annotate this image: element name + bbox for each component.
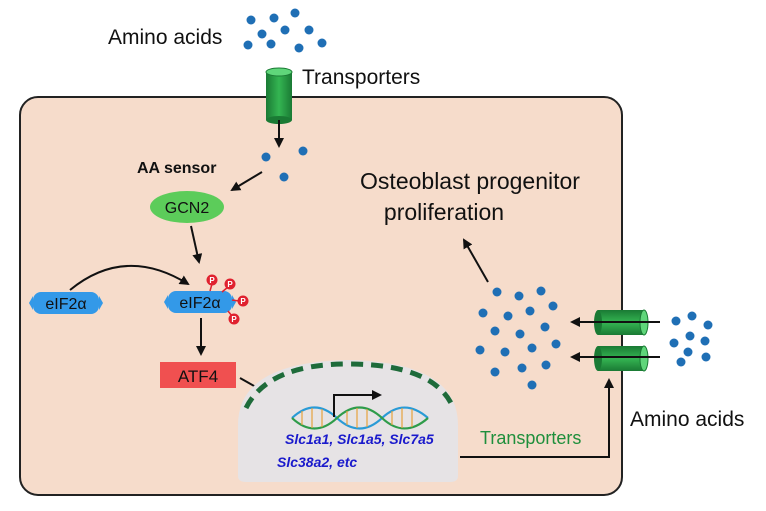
genes-line1: Slc1a1, Slc1a5, Slc7a5 [285, 431, 434, 447]
dna-helix-icon [291, 406, 429, 430]
nuclear-membrane [243, 361, 455, 410]
eif2a-right-label: eIF2α [179, 295, 220, 312]
transporters-bottom-label: Transporters [480, 428, 581, 448]
nucleus [238, 360, 458, 482]
arrow-to-proliferation [463, 238, 489, 283]
outcome-line1: Osteoblast progenitor [360, 168, 580, 194]
phospho-label-2: P [227, 280, 233, 289]
transcription-start-arrow [333, 390, 382, 417]
eif2a-left-node [29, 292, 103, 314]
arrow-expression-to-transporter [460, 378, 614, 458]
genes-line2: Slc38a2, etc [277, 454, 357, 470]
phospho-label-1: P [209, 276, 215, 285]
eif2a-left-label: eIF2α [45, 296, 86, 313]
arrow-to-gcn2 [230, 171, 263, 192]
phospho-label-3: P [240, 297, 246, 306]
amino-acid-dots-intracellular [261, 146, 308, 182]
arrow-gcn2-to-eif2a [190, 225, 203, 264]
arrow-phosphorylation [69, 265, 190, 291]
atf4-label: ATF4 [178, 367, 218, 386]
gcn2-label: GCN2 [165, 200, 210, 217]
amino-acids-right-label: Amino acids [630, 408, 744, 431]
transporter-right-lower-icon [594, 345, 649, 372]
amino-acid-cluster-intracellular [475, 286, 561, 390]
outcome-line2: proliferation [384, 199, 504, 225]
gcn2-node [150, 191, 224, 223]
phospho-group-icons [206, 274, 249, 325]
transporter-top-icon [265, 67, 293, 124]
phospho-label-4: P [231, 315, 237, 324]
eif2a-right-node [164, 291, 236, 313]
amino-acids-top-label: Amino acids [108, 26, 222, 49]
atf4-node [160, 362, 236, 388]
amino-acid-dots-right [669, 311, 713, 367]
aa-sensor-label: AA sensor [137, 160, 216, 177]
amino-acid-dots-top [243, 8, 327, 53]
transporters-top-label: Transporters [302, 66, 420, 89]
